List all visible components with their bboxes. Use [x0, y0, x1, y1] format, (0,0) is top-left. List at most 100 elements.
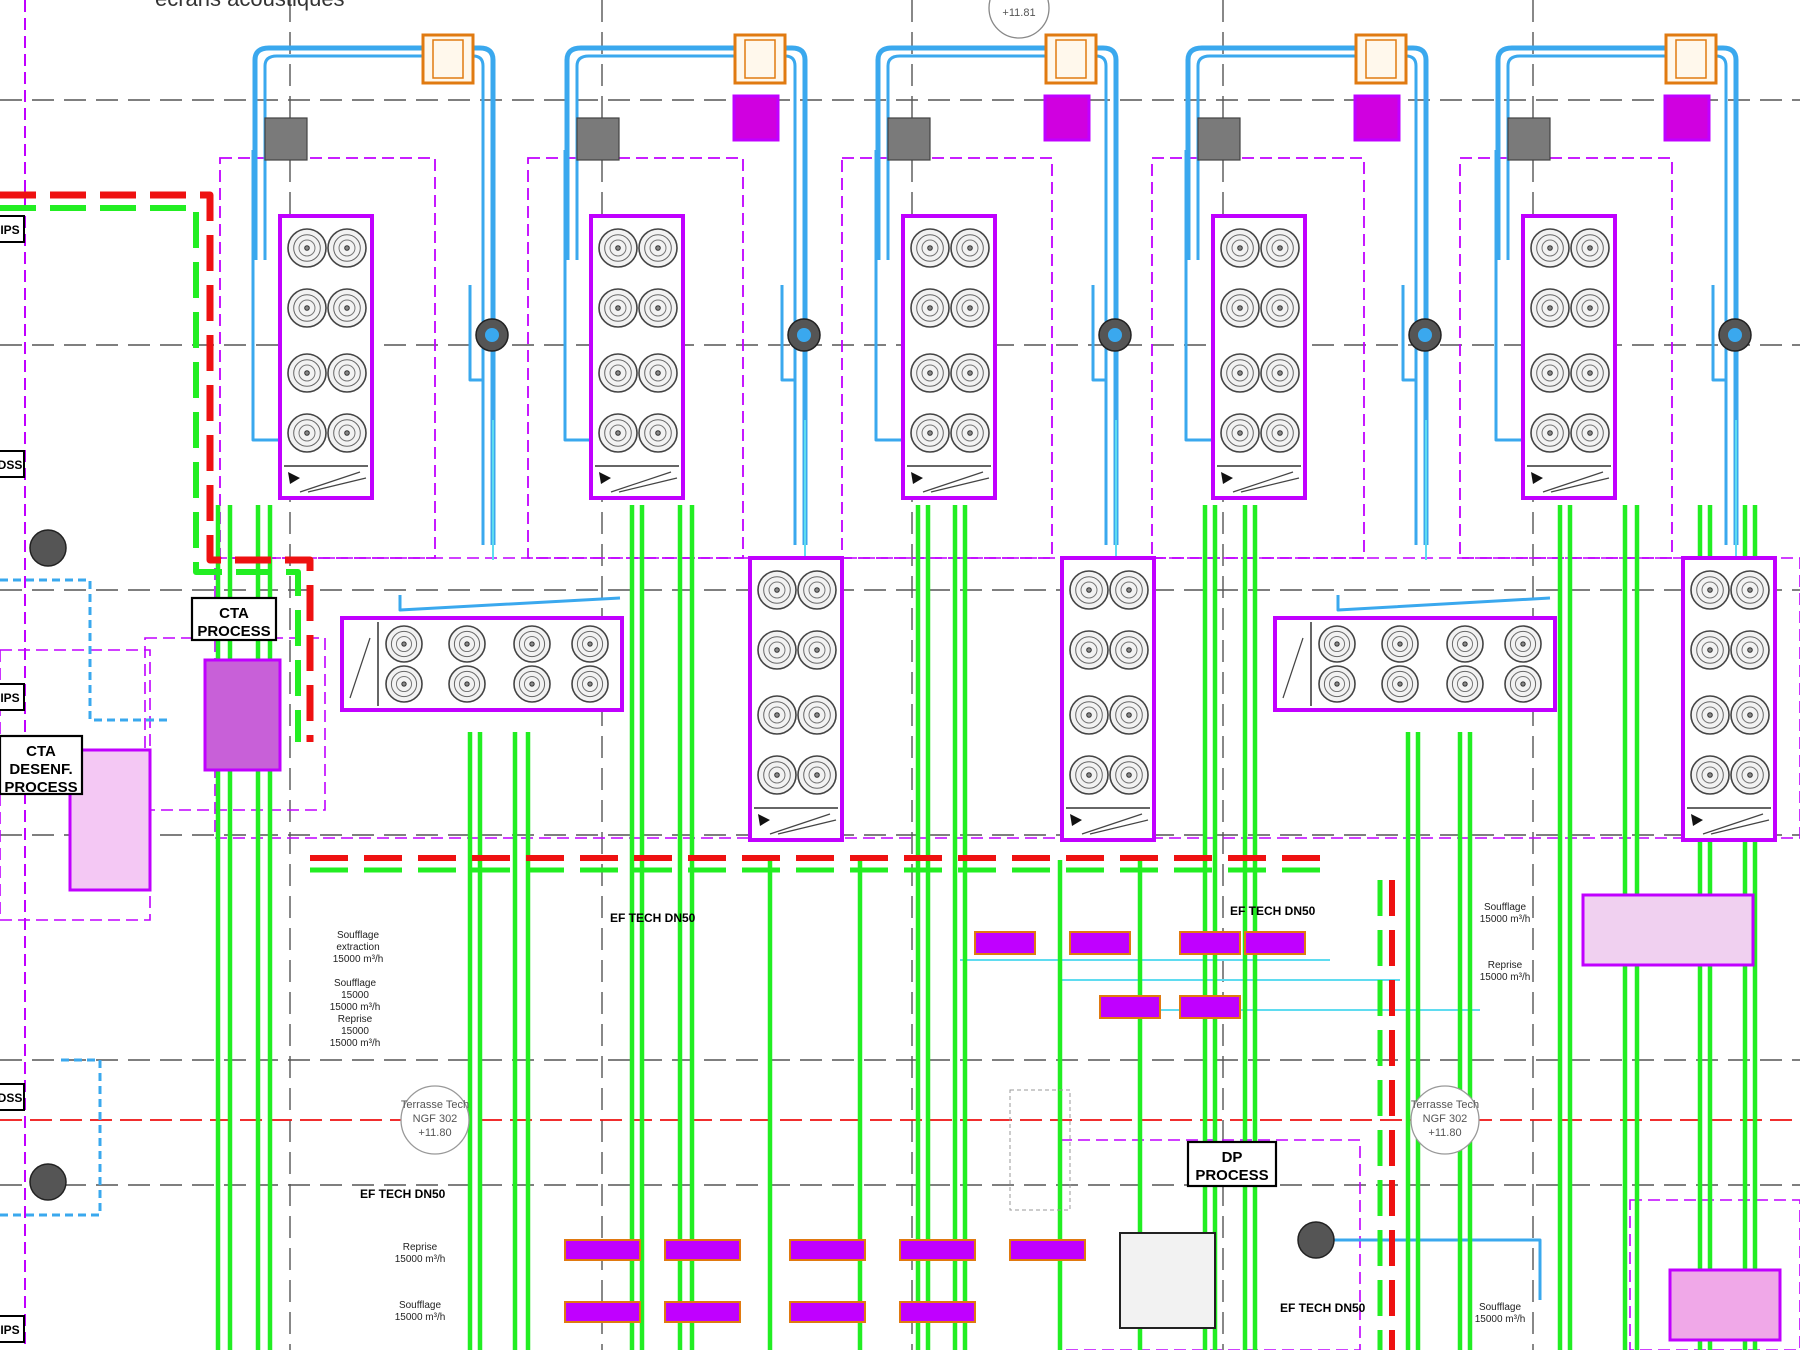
dp-process-label-line-1: PROCESS — [1195, 1167, 1268, 1184]
pipe-loop-4 — [1495, 45, 1739, 545]
orange-box-2 — [1044, 33, 1098, 85]
pipe-loop-0 — [252, 45, 496, 545]
green-dashed-upper — [0, 205, 301, 742]
edge-tag-box-4 — [0, 1315, 25, 1343]
magenta-panel-3 — [1353, 94, 1401, 142]
damper-mid-3 — [1244, 931, 1306, 955]
edge-tag-0: IPS — [0, 223, 19, 237]
ef-tech-label-0: EF TECH DN50 — [1230, 904, 1316, 918]
cooling-units — [278, 214, 1777, 842]
edge-tag-box-1 — [0, 450, 25, 478]
cooling-pipes — [0, 45, 1739, 1300]
br-unit — [1668, 1268, 1782, 1342]
edge-tag-box-2 — [0, 683, 25, 711]
pump-left-b — [29, 1163, 67, 1201]
level-marker-circle — [988, 0, 1050, 39]
ef-tech-label-3: EF TECH DN50 — [610, 911, 696, 925]
damper-row-a-3 — [899, 1239, 976, 1261]
cta-process-label-box — [190, 596, 278, 642]
cta-desenf-label-line-0: CTA — [26, 743, 56, 760]
dp-boundary — [1059, 1139, 1361, 1350]
flow-label-5-0: Reprise — [403, 1242, 438, 1253]
flow-label-3-1: 15000 m³/h — [1480, 914, 1531, 925]
damper-row-a-1 — [664, 1239, 741, 1261]
damper-row-b-3 — [899, 1301, 976, 1323]
ef-tech-label-1: EF TECH DN50 — [360, 1187, 446, 1201]
edge-tag-1: DSS — [0, 458, 22, 472]
dp-process-label-line-0: DP — [1222, 1149, 1243, 1166]
flow-label-1-2: 15000 m³/h — [330, 1002, 381, 1013]
damper-mid-0 — [974, 931, 1036, 955]
valve-box-3 — [1197, 117, 1241, 161]
damper-mid-2 — [1179, 931, 1241, 955]
flow-label-2-2: 15000 m³/h — [330, 1038, 381, 1049]
flow-label-0-0: Soufflage — [337, 930, 380, 941]
tech-bubble-left-line-1: NGF 302 — [413, 1113, 458, 1125]
valve-box-2 — [887, 117, 931, 161]
edge-tag-2: IPS — [0, 691, 19, 705]
magenta-panel-1 — [732, 94, 780, 142]
cta-desenf-label-line-1: DESENF. — [9, 761, 72, 778]
tech-bubble-left-line-2: +11.80 — [418, 1127, 451, 1139]
cta-process-label-line-0: CTA — [219, 605, 249, 622]
pipe-loop-1 — [564, 45, 808, 545]
flow-label-1-1: 15000 — [341, 990, 369, 1001]
dp-unit — [1119, 1232, 1216, 1329]
cta-process-unit — [203, 658, 282, 772]
tech-bubble-right — [1410, 1085, 1480, 1155]
group-boundary-2 — [841, 157, 1053, 559]
valve-box-4 — [1507, 117, 1551, 161]
flow-label-6-1: 15000 m³/h — [395, 1312, 446, 1323]
orange-box-3 — [1354, 33, 1408, 85]
damper-row-a-0 — [564, 1239, 641, 1261]
tech-bubble-right-line-1: NGF 302 — [1423, 1113, 1468, 1125]
edge-tag-4: IPS — [0, 1323, 19, 1337]
magenta-panel-2 — [1043, 94, 1091, 142]
green-ducts — [215, 505, 1758, 1350]
edge-tag-box-3 — [0, 1083, 25, 1111]
flow-label-0-1: extraction — [336, 942, 379, 953]
left-equip-boundary — [0, 649, 151, 921]
damper-row-a-4 — [1009, 1239, 1086, 1261]
flow-label-4-1: 15000 m³/h — [1480, 972, 1531, 983]
magenta-panel-4 — [1663, 94, 1711, 142]
pipe-h-0 — [398, 595, 621, 612]
flow-label-3-0: Soufflage — [1484, 902, 1527, 913]
damper-row-b-0 — [564, 1301, 641, 1323]
damper-mid-4 — [1099, 995, 1161, 1019]
cta-process-label-line-1: PROCESS — [197, 623, 270, 640]
flow-label-2-1: 15000 — [341, 1026, 369, 1037]
flow-label-5-1: 15000 m³/h — [395, 1254, 446, 1265]
flow-label-1-0: Soufflage — [334, 978, 377, 989]
tech-bubble-right-line-2: +11.80 — [1428, 1127, 1461, 1139]
flow-label-7-1: 15000 m³/h — [1475, 1314, 1526, 1325]
misc-equipment — [29, 33, 1782, 1342]
flow-label-2-0: Reprise — [338, 1014, 373, 1025]
valve-box-1 — [576, 117, 620, 161]
damper-row-b-1 — [664, 1301, 741, 1323]
br-boundary — [1629, 1199, 1800, 1350]
tech-bubble-frame — [1009, 1089, 1071, 1211]
level-marker-top: +11.81 — [1002, 7, 1035, 19]
damper-row-a-2 — [789, 1239, 866, 1261]
cta-desenf-unit — [68, 748, 152, 892]
damper-mid-1 — [1069, 931, 1131, 955]
red-dashed-upper — [0, 191, 314, 742]
pipe-loop-2 — [875, 45, 1119, 545]
pipe-loop-3 — [1185, 45, 1429, 545]
tech-bubble-left-line-0: Terrasse Tech — [401, 1099, 469, 1111]
valve-box-0 — [264, 117, 308, 161]
edge-tag-box-0 — [0, 215, 25, 243]
damper-mid-5 — [1179, 995, 1241, 1019]
tech-bubble-left — [400, 1085, 470, 1155]
orange-box-1 — [733, 33, 787, 85]
right-ahu — [1581, 893, 1755, 967]
damper-row-b-2 — [789, 1301, 866, 1323]
flow-label-0-2: 15000 m³/h — [333, 954, 384, 965]
orange-box-4 — [1664, 33, 1718, 85]
pipe-left-b — [0, 1058, 102, 1217]
labels: écrans acoustiques +11.81 IPSDSSIPSDSSIP… — [0, 0, 1531, 1343]
red-green-dashed-lines — [0, 191, 1395, 1350]
flow-label-4-0: Reprise — [1488, 960, 1523, 971]
